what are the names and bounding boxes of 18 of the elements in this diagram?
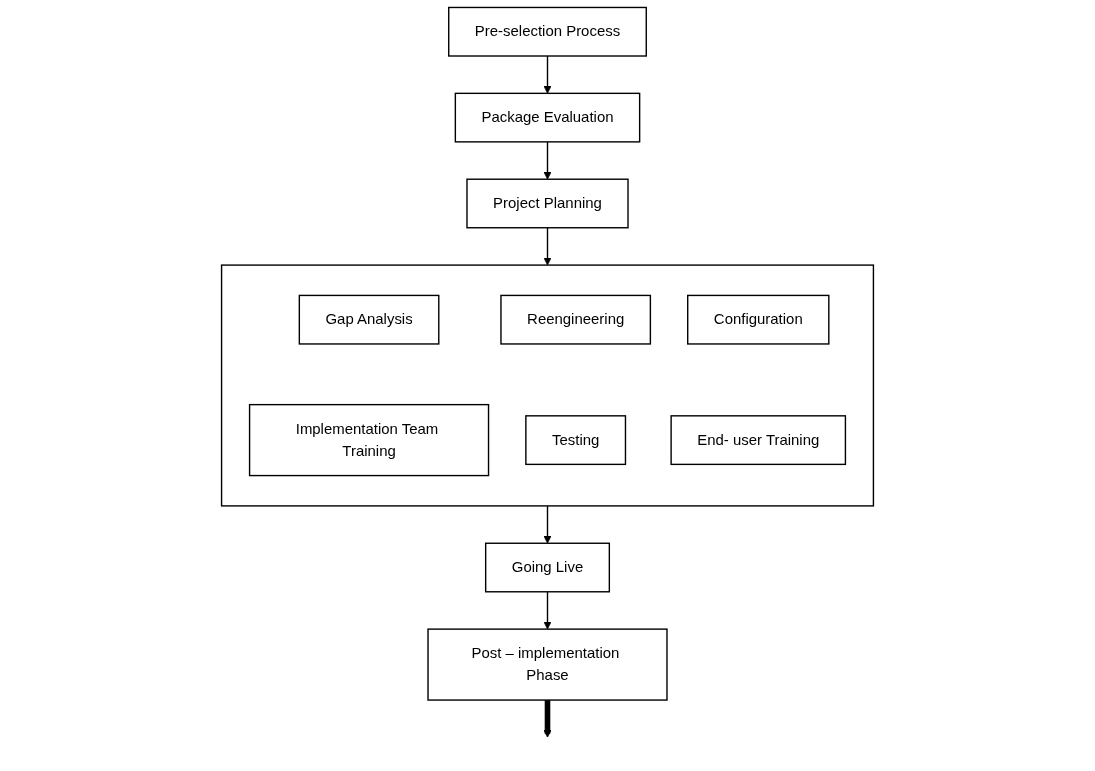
arrow xyxy=(543,141,552,180)
arrow xyxy=(543,505,552,544)
arrow xyxy=(543,227,552,266)
node-box: Package Evaluation xyxy=(454,92,641,143)
arrow xyxy=(543,700,552,738)
arrow xyxy=(543,55,552,94)
cluster xyxy=(220,264,875,507)
node-box: Implementation Team Training xyxy=(248,403,490,477)
node-box: Going Live xyxy=(484,542,611,593)
arrow xyxy=(543,591,552,630)
node-box: Testing xyxy=(525,415,627,466)
node-box: Post – implementation Phase xyxy=(427,628,668,701)
node-box: Project Planning xyxy=(466,178,629,229)
node-box: Configuration xyxy=(687,294,830,345)
node-box: Gap Analysis xyxy=(298,294,440,345)
node-box: Reengineering xyxy=(500,294,652,345)
node-box: Pre-selection Process xyxy=(448,6,647,57)
node-box: End- user Training xyxy=(670,415,847,466)
